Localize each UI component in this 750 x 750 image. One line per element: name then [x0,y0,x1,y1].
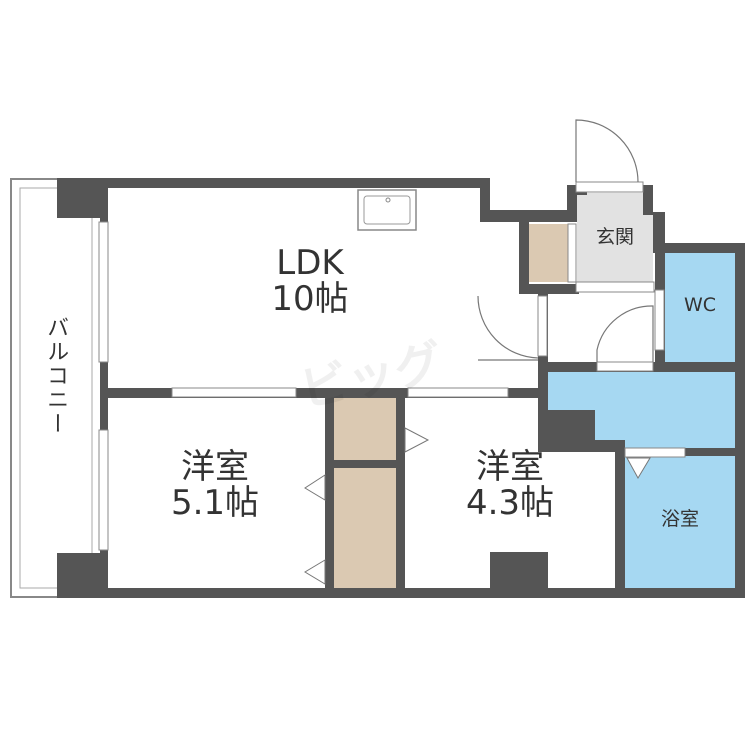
bath-label: 浴室 [660,508,699,530]
closet-upper [334,398,396,460]
ldk-size: 10帖 [271,278,349,319]
western1-size: 5.1帖 [170,482,260,523]
kitchen-sink [357,189,417,231]
door-swings [477,119,654,362]
closet-lower [334,468,396,588]
western2-label: 洋室 4.3帖 [435,447,585,523]
ldk-name: LDK [276,243,344,283]
balcony-label: バルコニー [43,316,69,436]
ldk-label: LDK 10帖 [240,243,380,319]
entrance-area [577,193,653,291]
wc-area [665,252,735,362]
western2-size: 4.3帖 [465,482,555,523]
wc-label: WC [683,294,717,316]
western1-name: 洋室 [181,447,249,487]
bath-area [625,456,735,588]
washroom-area [548,372,735,448]
western2-name: 洋室 [476,447,544,487]
entrance-storage [529,224,569,282]
balcony [10,178,102,598]
entrance-label: 玄関 [595,226,634,248]
western1-label: 洋室 5.1帖 [140,447,290,523]
walls [57,178,745,598]
